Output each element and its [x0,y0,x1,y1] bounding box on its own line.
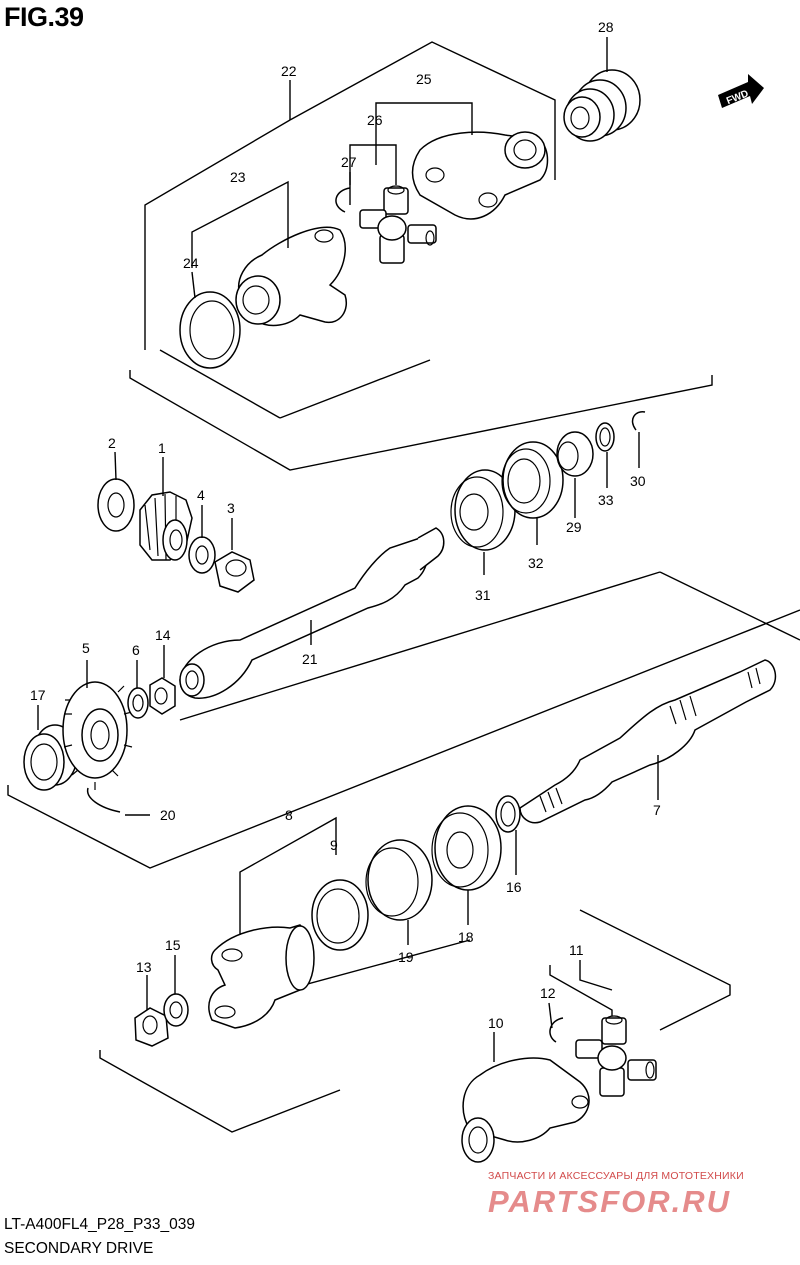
part-13-nut [134,1007,169,1047]
callout-5: 5 [82,640,90,656]
callout-20: 20 [160,807,176,823]
callout-33: 33 [598,492,614,508]
part-2-washer [97,478,135,532]
callout-labels: 22 25 26 27 23 24 28 2 1 4 3 21 31 32 29… [30,19,661,1031]
part-4-washer [188,536,216,574]
part-21-propeller-shaft [179,527,445,699]
middle-assembly-frame [7,571,800,869]
part-18-bearing [431,805,502,891]
part-26-universal-joint-cross [359,185,437,264]
callout-28: 28 [598,19,614,35]
part-7-drive-shaft [519,659,777,824]
callout-10: 10 [488,1015,504,1031]
callout-8: 8 [285,807,293,823]
fwd-direction-badge: FWD [718,74,764,108]
part-24-oil-seal [179,291,241,369]
callout-23: 23 [230,169,246,185]
lower-assembly-frame [99,909,731,1133]
part-3-nut [214,551,255,593]
callout-2: 2 [108,435,116,451]
callout-32: 32 [528,555,544,571]
watermark-tagline: ЗАПЧАСТИ И АКСЕССУАРЫ ДЛЯ МОТОТЕХНИКИ [488,1170,744,1182]
callout-1: 1 [158,440,166,456]
watermark: ЗАПЧАСТИ И АКСЕССУАРЫ ДЛЯ МОТОТЕХНИКИ PA… [488,1170,788,1220]
part-12-circlip [549,1017,564,1043]
part-9-seal [311,879,369,951]
callout-18: 18 [458,929,474,945]
callout-7: 7 [653,802,661,818]
part-1-bevel-gear [139,491,193,561]
part-8-yoke [208,924,315,1029]
callout-22: 22 [281,63,297,79]
part-25-yoke [411,131,549,220]
part-33-shim [595,422,615,452]
part-28-boot [563,69,641,142]
callout-12: 12 [540,985,556,1001]
part-10-yoke [461,1057,590,1163]
part-30-circlip [631,411,646,431]
part-23-yoke [235,226,347,327]
callout-4: 4 [197,487,205,503]
figure-title: FIG.39 [4,2,84,32]
callout-21: 21 [302,651,318,667]
section-name: SECONDARY DRIVE [4,1240,154,1257]
part-19-oil-seal [365,839,433,921]
part-6-shim [127,687,149,719]
callout-13: 13 [136,959,152,975]
callout-14: 14 [155,627,171,643]
part-32-oil-seal [501,441,564,519]
callout-31: 31 [475,587,491,603]
callout-29: 29 [566,519,582,535]
part-29-spacer [556,431,594,477]
part-15-washer [163,993,189,1027]
callout-19: 19 [398,949,414,965]
callout-25: 25 [416,71,432,87]
part-11-universal-joint-cross [575,1015,657,1097]
callout-27: 27 [341,154,357,170]
callout-16: 16 [506,879,522,895]
leader-lines [37,37,659,1062]
part-31-bearing [450,469,516,551]
callout-3: 3 [227,500,235,516]
part-20-circlip [86,787,121,813]
watermark-brand: PARTSFOR.RU [488,1184,732,1219]
part-14-nut [149,677,176,715]
callout-11: 11 [569,942,584,958]
part-27-circlip [335,187,351,213]
upper-assembly-frame [129,41,713,471]
callout-26: 26 [367,112,383,128]
part-5-bevel-gear [62,681,133,790]
model-code: LT-A400FL4_P28_P33_039 [4,1216,196,1233]
part-16-shim [495,795,521,833]
callout-6: 6 [132,642,140,658]
callout-15: 15 [165,937,181,953]
callout-17: 17 [30,687,46,703]
callout-30: 30 [630,473,646,489]
callout-9: 9 [330,837,338,853]
callout-24: 24 [183,255,199,271]
